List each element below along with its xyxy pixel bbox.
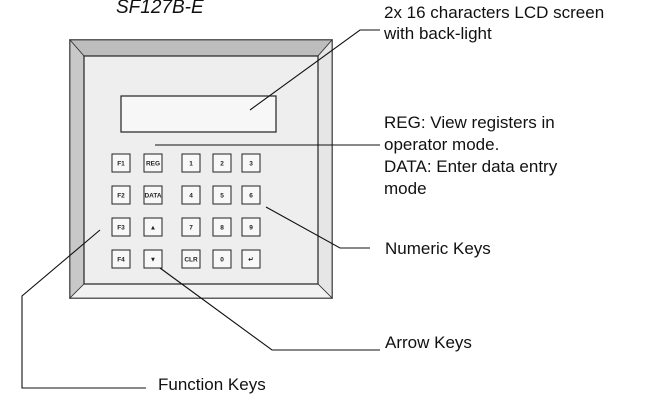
key-cap[interactable] [143, 249, 163, 269]
numeric-keys-callout: Numeric Keys [385, 239, 491, 258]
key-2-4[interactable]: 9 [241, 217, 261, 237]
key-label: 1 [189, 161, 193, 168]
key-1-4[interactable]: 6 [241, 185, 261, 205]
key-label: 8 [220, 225, 224, 232]
arrow-keys-callout: Arrow Keys [385, 333, 472, 352]
key-label: ▲ [150, 225, 156, 232]
key-2-1[interactable]: ▲ [143, 217, 163, 237]
key-3-2[interactable]: CLR [181, 249, 201, 269]
arrow-leader-line [159, 267, 380, 351]
key-cap[interactable] [181, 153, 201, 173]
key-cap[interactable] [212, 185, 232, 205]
key-1-1[interactable]: DATA [143, 185, 163, 205]
keypad: F1 REG 1 2 3F2 DATA 4 5 6F3 ▲ 7 8 9F4 ▼ CLR 0 ↵ [111, 153, 261, 269]
bezel-bevel [69, 39, 333, 57]
key-0-1[interactable]: REG [143, 153, 163, 173]
key-cap[interactable] [241, 185, 261, 205]
bezel-bevel-left [69, 38, 85, 299]
key-cap[interactable] [212, 217, 232, 237]
key-cap[interactable] [111, 249, 131, 269]
key-1-3[interactable]: 5 [212, 185, 232, 205]
key-label: 2 [220, 161, 224, 168]
key-cap[interactable] [241, 153, 261, 173]
reg-data-callout: REG: View registers in operator mode. DA… [384, 112, 557, 200]
lcd-callout: 2x 16 characters LCD screen with back-li… [384, 2, 604, 44]
key-cap[interactable] [181, 185, 201, 205]
key-1-0[interactable]: F2 [111, 185, 131, 205]
key-2-3[interactable]: 8 [212, 217, 232, 237]
lcd-callout-line2: with back-light [384, 24, 492, 43]
key-0-2[interactable]: 1 [181, 153, 201, 173]
lcd-screen [120, 95, 277, 133]
key-cap[interactable] [241, 249, 261, 269]
key-label: ▼ [150, 257, 156, 264]
key-0-3[interactable]: 2 [212, 153, 232, 173]
key-cap[interactable] [212, 249, 232, 269]
key-3-3[interactable]: 0 [212, 249, 232, 269]
reg-callout-line1: REG: View registers in [384, 113, 555, 132]
bezel-bevel-right [317, 38, 333, 299]
key-label: REG [146, 161, 160, 168]
key-cap[interactable] [143, 217, 163, 237]
key-label: ↵ [248, 257, 253, 264]
function-leader-line [21, 229, 146, 389]
key-label: DATA [144, 193, 161, 200]
bezel-bevel-bottom [69, 283, 333, 299]
key-label: F3 [117, 225, 125, 232]
data-callout-line3: DATA: Enter data entry [384, 157, 558, 176]
key-label: F2 [117, 193, 125, 200]
function-keys-callout: Function Keys [158, 375, 266, 394]
lcd-callout-line1: 2x 16 characters LCD screen [384, 3, 605, 22]
key-3-4[interactable]: ↵ [241, 249, 261, 269]
key-label: 7 [189, 225, 193, 232]
key-cap[interactable] [212, 153, 232, 173]
key-cap[interactable] [111, 185, 131, 205]
key-cap[interactable] [111, 153, 131, 173]
key-label: 5 [220, 193, 224, 200]
key-2-0[interactable]: F3 [111, 217, 131, 237]
key-cap[interactable] [111, 217, 131, 237]
key-label: F4 [117, 257, 125, 264]
device-title: SF127B-E [116, 0, 204, 18]
key-cap[interactable] [143, 153, 163, 173]
key-cap[interactable] [241, 217, 261, 237]
key-0-0[interactable]: F1 [111, 153, 131, 173]
key-label: 9 [249, 225, 253, 232]
key-2-2[interactable]: 7 [181, 217, 201, 237]
numeric-leader-line [265, 206, 370, 249]
key-label: 4 [189, 193, 193, 200]
key-label: 3 [249, 161, 253, 168]
key-label: F1 [117, 161, 125, 168]
key-label: 0 [220, 257, 224, 264]
key-cap[interactable] [181, 249, 201, 269]
leader-lines [21, 29, 380, 389]
key-label: CLR [184, 257, 198, 264]
key-3-1[interactable]: ▼ [143, 249, 163, 269]
key-cap[interactable] [143, 185, 163, 205]
key-1-2[interactable]: 4 [181, 185, 201, 205]
reg-callout-line2: operator mode. [384, 135, 500, 154]
key-0-4[interactable]: 3 [241, 153, 261, 173]
key-cap[interactable] [181, 217, 201, 237]
data-callout-line4: mode [384, 179, 427, 198]
key-label: 6 [249, 193, 253, 200]
lcd-leader-line [249, 29, 380, 111]
key-3-0[interactable]: F4 [111, 249, 131, 269]
